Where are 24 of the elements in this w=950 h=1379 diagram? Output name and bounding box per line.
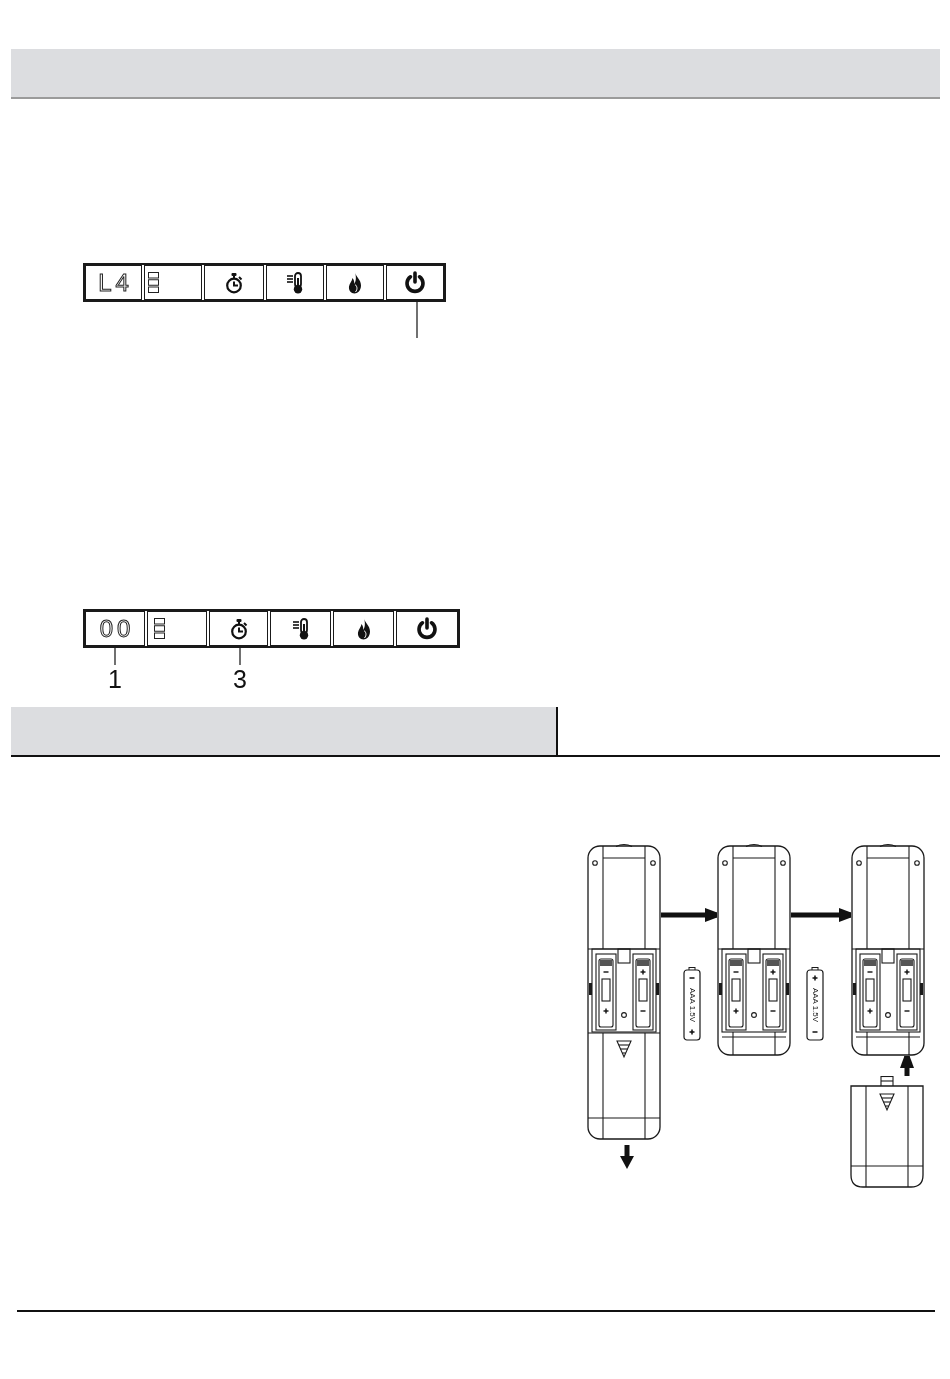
power-button bbox=[386, 265, 444, 300]
control-panel bbox=[83, 263, 446, 302]
flame-button bbox=[326, 265, 384, 300]
heat-button bbox=[270, 611, 331, 646]
remote-control-drawing bbox=[851, 843, 925, 1056]
display-window bbox=[85, 611, 145, 646]
timer-button bbox=[209, 611, 268, 646]
level-indicator-button bbox=[144, 265, 202, 300]
control-panel bbox=[83, 609, 460, 648]
remote-control-drawing bbox=[717, 843, 791, 1056]
battery-cover-drawing bbox=[850, 1076, 924, 1188]
power-button bbox=[396, 611, 458, 646]
battery-label: AAA 1.5V bbox=[811, 987, 819, 1023]
callout-number: 1 bbox=[104, 665, 126, 693]
display-window bbox=[85, 265, 142, 300]
timer-button bbox=[204, 265, 264, 300]
level-indicator-button bbox=[147, 611, 207, 646]
flame-button bbox=[333, 611, 394, 646]
display-readout: 00 bbox=[98, 616, 135, 641]
heat-button bbox=[266, 265, 324, 300]
battery-label: AAA 1.5V bbox=[688, 987, 696, 1023]
display-readout: L4 bbox=[97, 270, 133, 295]
callout-number: 3 bbox=[229, 665, 251, 693]
remote-control-drawing bbox=[587, 843, 661, 1140]
